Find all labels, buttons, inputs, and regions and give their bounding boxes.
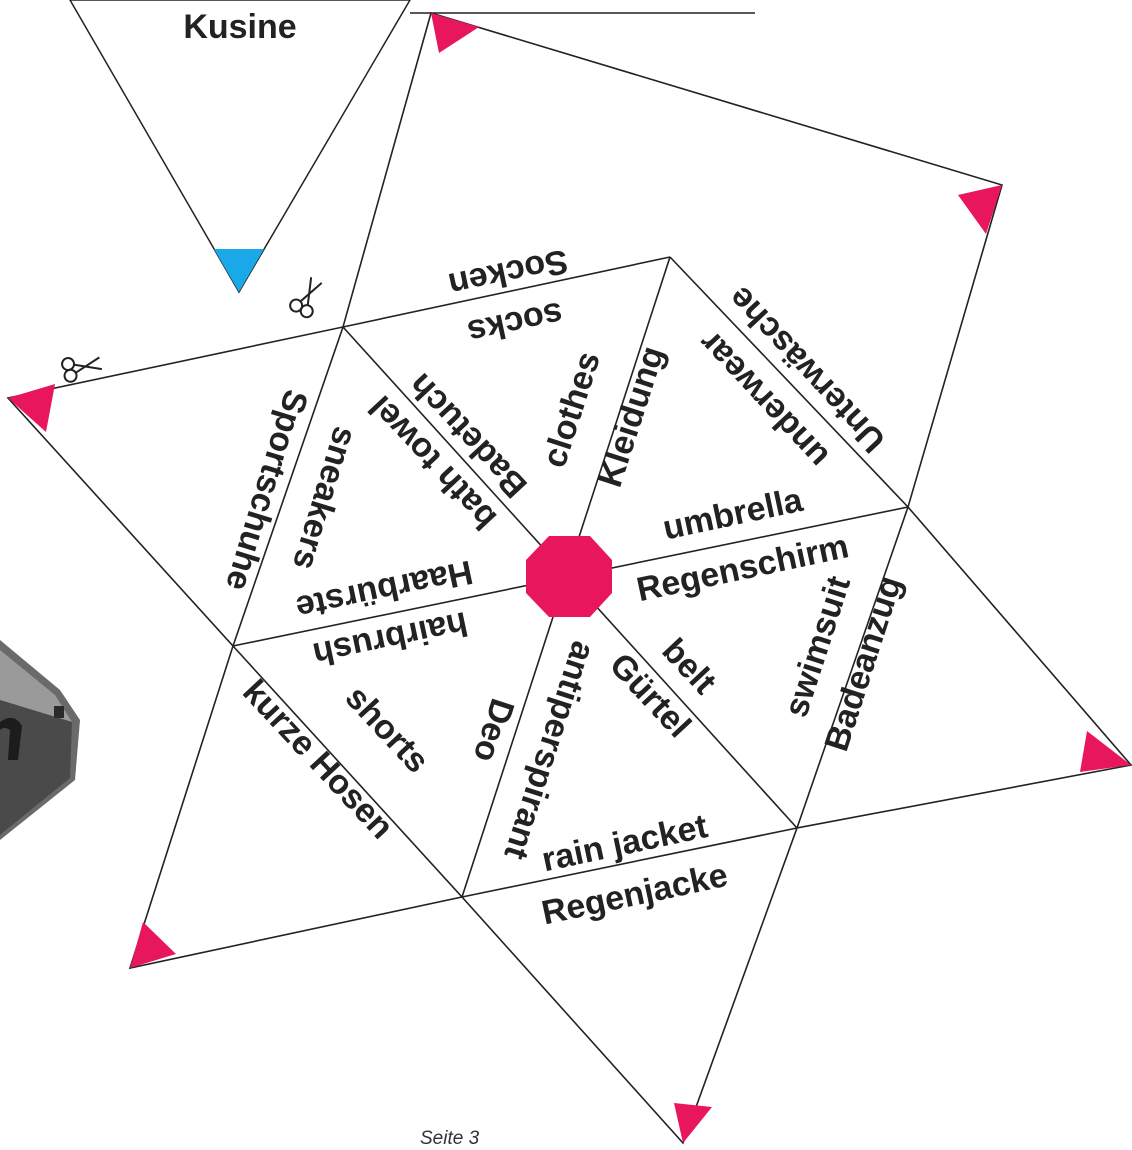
pennant-blue-corner <box>214 249 264 292</box>
cut-lines <box>232 256 909 898</box>
pennant: Kusine <box>69 0 411 294</box>
pennant-label: Kusine <box>183 8 296 46</box>
scissors-icon <box>289 277 323 319</box>
page-number: Seite 3 <box>420 1128 480 1149</box>
scissors-icon <box>61 356 103 383</box>
center-octagon <box>526 536 612 617</box>
pink-corners <box>8 13 1131 1143</box>
suitcase-image <box>0 640 80 840</box>
